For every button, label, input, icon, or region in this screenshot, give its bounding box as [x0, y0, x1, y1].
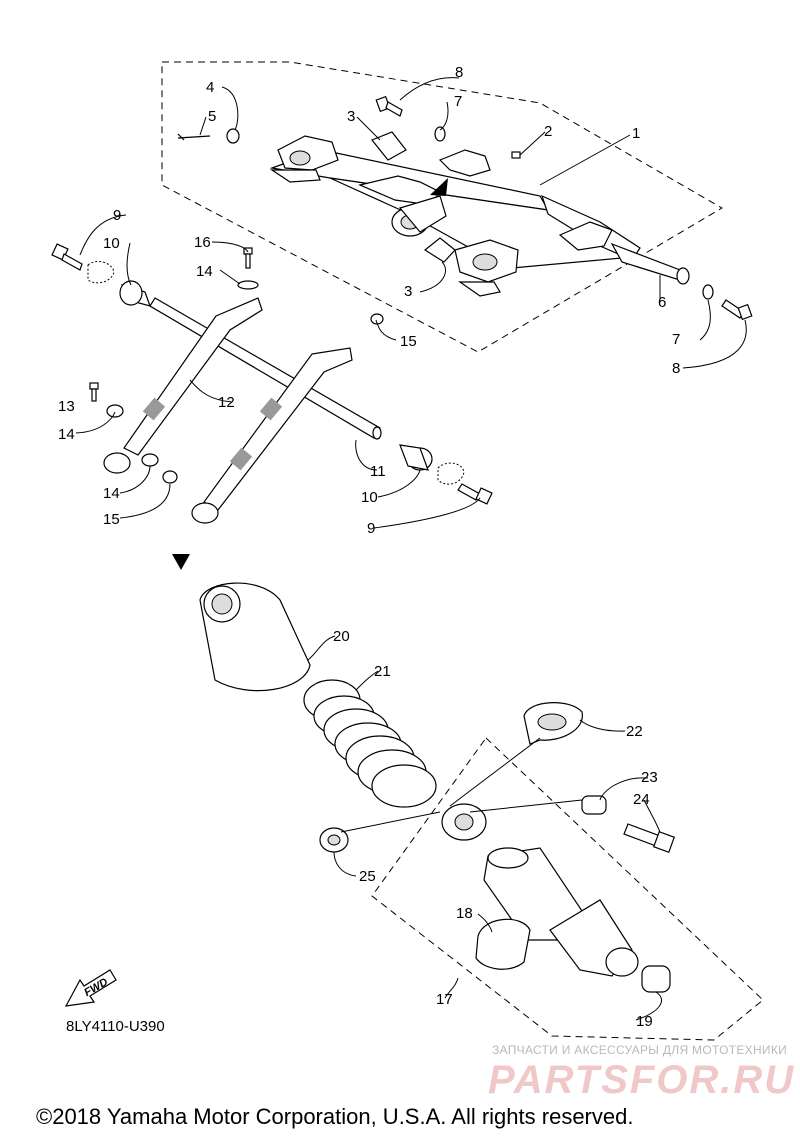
callout-3-lower[interactable]: 3: [404, 283, 412, 300]
callout-23[interactable]: 23: [641, 769, 658, 786]
callout-9-lower[interactable]: 9: [367, 520, 375, 537]
rear-arm-bracket-right[interactable]: [191, 347, 353, 524]
callout-19[interactable]: 19: [636, 1013, 653, 1030]
watermark-brand: PARTSFOR.RU: [488, 1058, 795, 1102]
dotted-washer-left: [87, 261, 115, 284]
side-bolt-left[interactable]: [51, 243, 83, 271]
callout-20[interactable]: 20: [333, 628, 350, 645]
washer-14-top[interactable]: [237, 280, 259, 290]
grease-nipple[interactable]: [511, 151, 521, 159]
callout-11[interactable]: 11: [370, 463, 386, 480]
bushing-19[interactable]: [641, 965, 671, 993]
cotter-pin[interactable]: [177, 133, 211, 141]
callout-10-upper[interactable]: 10: [103, 235, 120, 252]
nut-15-low[interactable]: [162, 470, 178, 484]
washer-14-low[interactable]: [141, 453, 159, 467]
fwd-label: FWD: [82, 976, 110, 999]
part-callouts: 1 2 3 3 4 5 6 7 7 8 8 9 9 10 10 11 12 13…: [58, 64, 680, 1030]
callout-7-lower[interactable]: 7: [672, 331, 680, 348]
callout-7-upper[interactable]: 7: [454, 93, 462, 110]
screw-13[interactable]: [89, 382, 99, 402]
callout-9-upper[interactable]: 9: [113, 207, 121, 224]
callout-22[interactable]: 22: [626, 723, 643, 740]
washer-upper[interactable]: [434, 126, 446, 142]
callout-1[interactable]: 1: [632, 125, 640, 142]
bushing-18[interactable]: [475, 918, 531, 970]
swing-arm[interactable]: [269, 135, 690, 297]
callout-15-upper[interactable]: 15: [400, 333, 417, 350]
direction-arrow-icon: [430, 178, 448, 196]
direction-arrow-lower-icon: [172, 554, 190, 570]
callout-14-mid[interactable]: 14: [58, 426, 75, 443]
shock-absorber[interactable]: [441, 803, 639, 977]
callout-24[interactable]: 24: [633, 791, 650, 808]
bumper-lower[interactable]: [423, 237, 456, 263]
rear-arm-bracket-left[interactable]: [103, 297, 263, 474]
side-bolt-right[interactable]: [457, 483, 493, 505]
callout-8-lower[interactable]: 8: [672, 360, 680, 377]
shock-group-boundary: [371, 737, 764, 1041]
washer-14-mid[interactable]: [106, 404, 124, 418]
fwd-arrow-icon: FWD: [64, 969, 117, 1007]
callout-5[interactable]: 5: [208, 108, 216, 125]
callout-13[interactable]: 13: [58, 398, 75, 415]
dotted-washer-right: [437, 462, 465, 485]
callout-4[interactable]: 4: [206, 79, 214, 96]
washer-right[interactable]: [702, 284, 714, 300]
callout-10-lower[interactable]: 10: [361, 489, 378, 506]
callout-17[interactable]: 17: [436, 991, 453, 1008]
upper-bolt-right[interactable]: [721, 299, 753, 321]
bolt-24[interactable]: [623, 823, 676, 854]
callout-2[interactable]: 2: [544, 123, 552, 140]
swing-arm-group-boundary: [161, 61, 723, 353]
bushing-right[interactable]: [399, 444, 433, 471]
callout-16[interactable]: 16: [194, 234, 211, 251]
bushing-left[interactable]: [119, 280, 151, 307]
callout-3-upper[interactable]: 3: [347, 108, 355, 125]
shock-cover[interactable]: [199, 582, 311, 692]
collar-23[interactable]: [581, 795, 607, 815]
screw-16[interactable]: [243, 247, 253, 269]
callout-21[interactable]: 21: [374, 663, 391, 680]
watermark-subtitle: ЗАПЧАСТИ И АКСЕССУАРЫ ДЛЯ МОТОТЕХНИКИ: [492, 1043, 787, 1057]
callout-15-lower[interactable]: 15: [103, 511, 120, 528]
callout-14-top[interactable]: 14: [196, 263, 213, 280]
callout-12[interactable]: 12: [218, 394, 235, 411]
callout-8-upper[interactable]: 8: [455, 64, 463, 81]
shock-spring[interactable]: [303, 679, 437, 808]
diagram-code: 8LY4110-U390: [66, 1018, 165, 1035]
callout-6[interactable]: 6: [658, 294, 666, 311]
callout-18[interactable]: 18: [456, 905, 473, 922]
spring-seat[interactable]: [523, 702, 583, 745]
leader-lines: [75, 77, 747, 1021]
upper-bolt-left[interactable]: [375, 95, 403, 117]
callout-14-low[interactable]: 14: [103, 485, 120, 502]
copyright-notice: ©2018 Yamaha Motor Corporation, U.S.A. A…: [36, 1104, 633, 1129]
thrust-washer[interactable]: [226, 128, 240, 144]
bumper-upper[interactable]: [371, 131, 407, 161]
callout-25[interactable]: 25: [359, 868, 376, 885]
